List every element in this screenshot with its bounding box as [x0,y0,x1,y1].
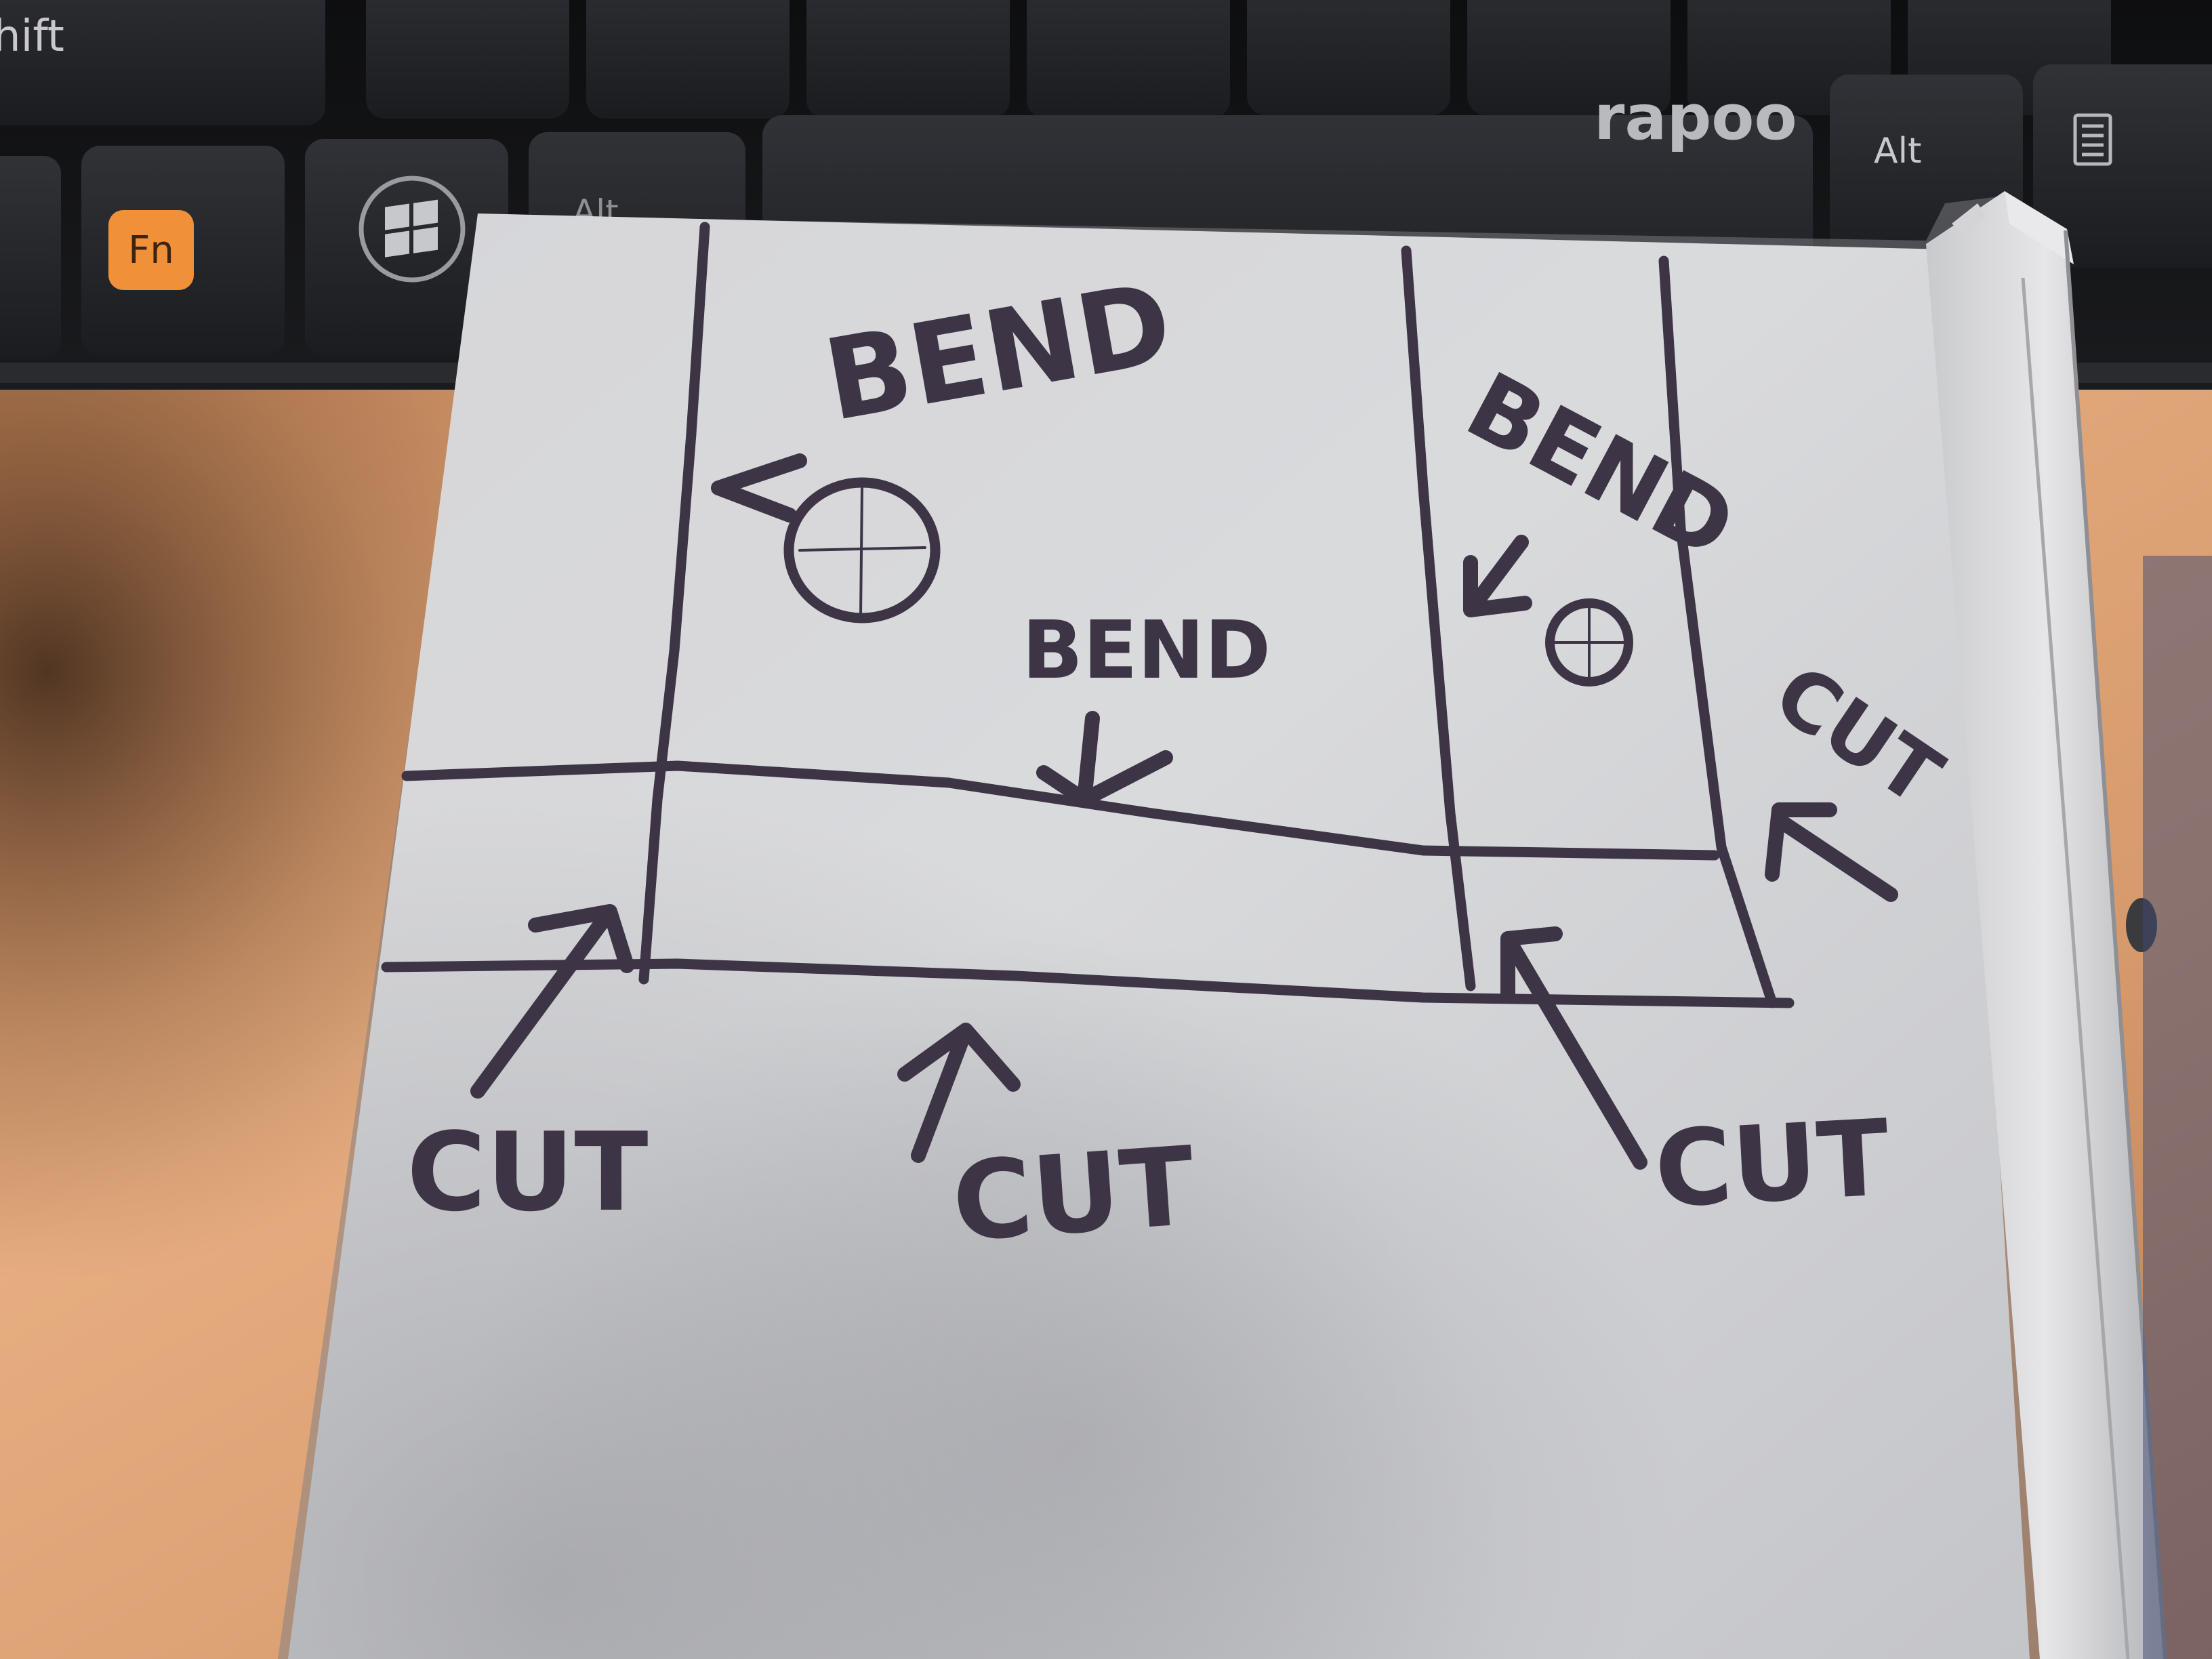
hole-circle-large [783,477,941,623]
label-bend-middle: BEND [1022,603,1271,697]
key [586,0,790,119]
vertical-line-right [1658,255,1778,1008]
sheet-flange [1926,191,2212,1659]
windows-logo-ring [359,176,466,283]
key [1467,0,1671,115]
arrow-cut-middle [897,1023,1021,1163]
label-cut-bottom-middle: CUT [949,1122,1199,1265]
hole-marks [783,477,1633,687]
windows-icon [385,199,438,258]
horizontal-line-upper [401,760,1720,861]
label-cut-bottom-left: CUT [407,1109,648,1235]
vertical-line-left [638,222,710,985]
arrow-cut-left [470,904,634,1099]
alt-key-right-label: Alt [1874,131,1921,171]
key [0,156,61,359]
arrow-left [711,453,807,523]
arrow-down-bend [1036,711,1173,807]
hole-circle-small [1545,598,1633,687]
vertical-line-middle [1401,245,1476,991]
shift-key [0,0,325,125]
brand-logo: rapoo [1594,81,1797,154]
fn-key-badge [108,210,194,290]
fn-key-label: Fn [128,228,174,272]
arrow-cut-right [1765,802,1898,902]
arrow-down-left [1463,535,1532,617]
label-cut-bottom-right: CUT [1652,1097,1891,1231]
metal-sheet: BEND BEND BEND CUT CUT CUT CUT [278,191,2212,1659]
arrow-cut-bottom-right [1500,926,1647,1170]
shift-key-label: hift [0,12,64,62]
key [1247,0,1450,115]
key [1027,0,1230,119]
menu-icon [2073,113,2112,166]
key [366,0,569,119]
key [806,0,1010,119]
marker-arrows [470,453,1898,1170]
